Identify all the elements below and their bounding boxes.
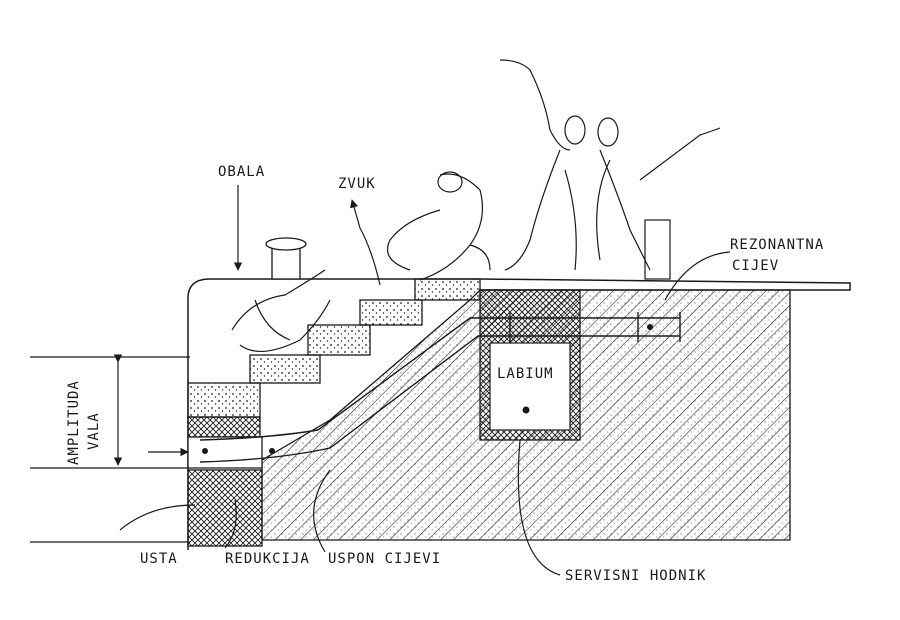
label-rezonantna: REZONANTNA bbox=[730, 237, 824, 253]
label-servisni-hodnik: SERVISNI HODNIK bbox=[565, 568, 706, 584]
steps bbox=[187, 278, 481, 438]
label-vala: VALA bbox=[86, 412, 102, 450]
label-cijev: CIJEV bbox=[732, 258, 779, 274]
foundation-block bbox=[187, 469, 263, 547]
water-lines bbox=[30, 356, 190, 543]
pipe-dot bbox=[647, 324, 653, 330]
labium-inner bbox=[489, 342, 571, 431]
labium-dot bbox=[522, 406, 530, 414]
inlet-chamber bbox=[187, 436, 263, 469]
bollard bbox=[265, 237, 307, 280]
rising-pipe bbox=[199, 312, 681, 463]
label-usta: USTA bbox=[140, 551, 178, 567]
label-redukcija: REDUKCIJA bbox=[225, 551, 310, 567]
label-uspon-cijevi: USPON CIJEVI bbox=[328, 551, 441, 567]
figures bbox=[231, 59, 721, 353]
inlet-dot bbox=[269, 448, 275, 454]
leader-lines bbox=[113, 185, 731, 576]
label-obala: OBALA bbox=[218, 164, 265, 180]
inlet-dot bbox=[202, 448, 208, 454]
shore-outline bbox=[187, 278, 851, 550]
label-zvuk: ZVUK bbox=[338, 176, 376, 192]
label-labium: LABIUM bbox=[497, 366, 554, 382]
label-amplituda: AMPLITUDA bbox=[66, 380, 82, 465]
